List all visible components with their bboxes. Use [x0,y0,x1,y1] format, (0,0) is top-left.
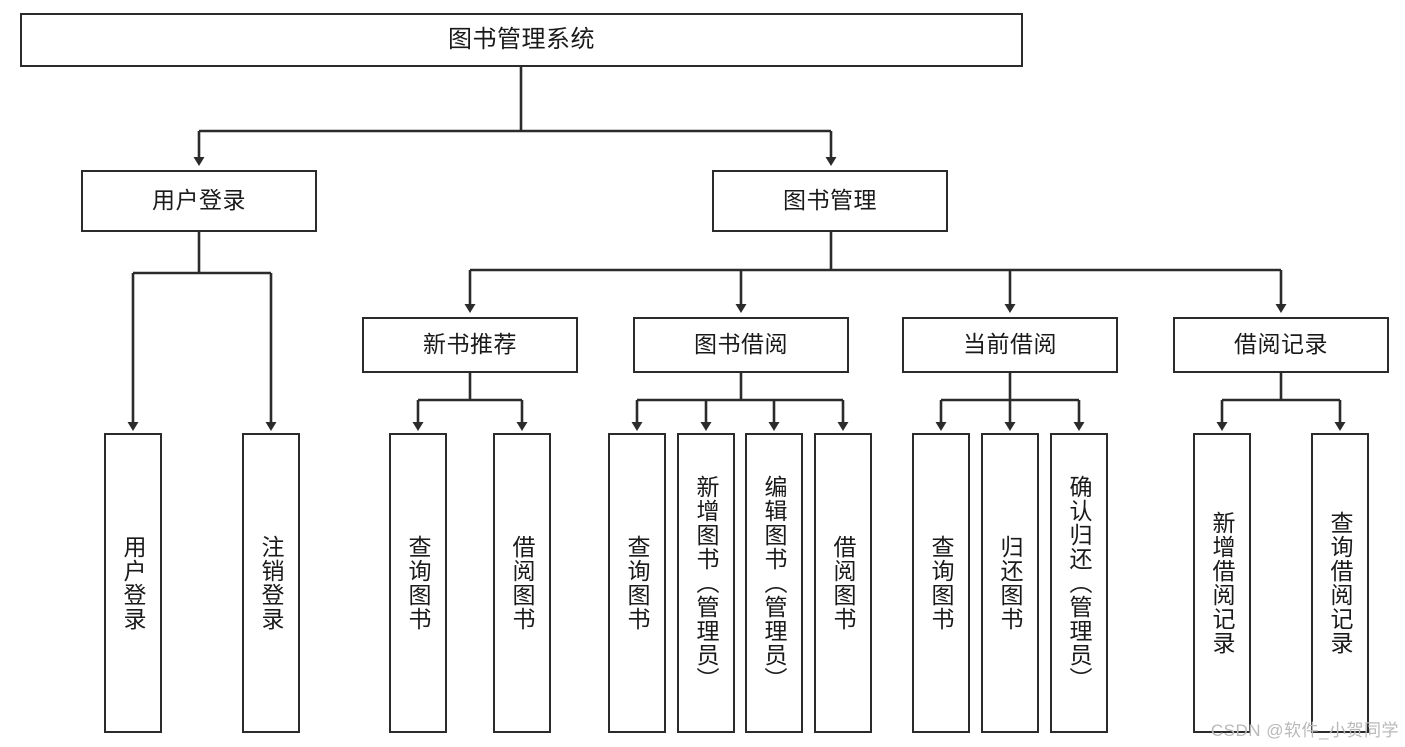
leaf-confirm-return-admin-label: 确认归还（管理员） [1066,475,1093,691]
leaf-query-borrow-record[interactable]: 查询借阅记录 [1311,433,1369,733]
node-root-label: 图书管理系统 [448,25,595,53]
leaf-borrow-book[interactable]: 借阅图书 [814,433,872,733]
leaf-confirm-return-admin[interactable]: 确认归还（管理员） [1050,433,1108,733]
leaf-borrow-book-recommend[interactable]: 借阅图书 [493,433,551,733]
node-borrow-record-label: 借阅记录 [1234,331,1328,358]
node-book-management-label: 图书管理 [783,187,877,214]
leaf-query-book-recommend-label: 查询图书 [405,535,432,631]
node-book-borrow-label: 图书借阅 [694,331,788,358]
leaf-query-book-current-label: 查询图书 [928,535,955,631]
leaf-borrow-book-recommend-label: 借阅图书 [509,535,536,631]
node-current-borrow[interactable]: 当前借阅 [902,317,1118,373]
leaf-return-book[interactable]: 归还图书 [981,433,1039,733]
leaf-user-login[interactable]: 用户登录 [104,433,162,733]
leaf-add-borrow-record-label: 新增借阅记录 [1209,511,1236,655]
node-book-borrow[interactable]: 图书借阅 [633,317,849,373]
leaf-query-borrow-record-label: 查询借阅记录 [1327,511,1354,655]
leaf-add-borrow-record[interactable]: 新增借阅记录 [1193,433,1251,733]
leaf-logout-label: 注销登录 [258,535,285,631]
csdn-watermark: CSDN @软件_小贺同学 [1210,721,1399,740]
leaf-borrow-book-label: 借阅图书 [830,535,857,631]
leaf-query-book-borrow-label: 查询图书 [624,535,651,631]
node-new-book-recommend-label: 新书推荐 [423,331,517,358]
node-new-book-recommend[interactable]: 新书推荐 [362,317,578,373]
node-user-login-label: 用户登录 [152,187,246,214]
leaf-add-book-admin[interactable]: 新增图书（管理员） [677,433,735,733]
node-current-borrow-label: 当前借阅 [963,331,1057,358]
node-user-login[interactable]: 用户登录 [81,170,317,232]
leaf-query-book-recommend[interactable]: 查询图书 [389,433,447,733]
leaf-edit-book-admin-label: 编辑图书（管理员） [761,475,788,691]
leaf-add-book-admin-label: 新增图书（管理员） [693,475,720,691]
node-borrow-record[interactable]: 借阅记录 [1173,317,1389,373]
node-root-system[interactable]: 图书管理系统 [20,13,1023,67]
leaf-user-login-label: 用户登录 [120,535,147,631]
leaf-return-book-label: 归还图书 [997,535,1024,631]
leaf-logout[interactable]: 注销登录 [242,433,300,733]
leaf-edit-book-admin[interactable]: 编辑图书（管理员） [745,433,803,733]
leaf-query-book-current[interactable]: 查询图书 [912,433,970,733]
node-book-management[interactable]: 图书管理 [712,170,948,232]
leaf-query-book-borrow[interactable]: 查询图书 [608,433,666,733]
